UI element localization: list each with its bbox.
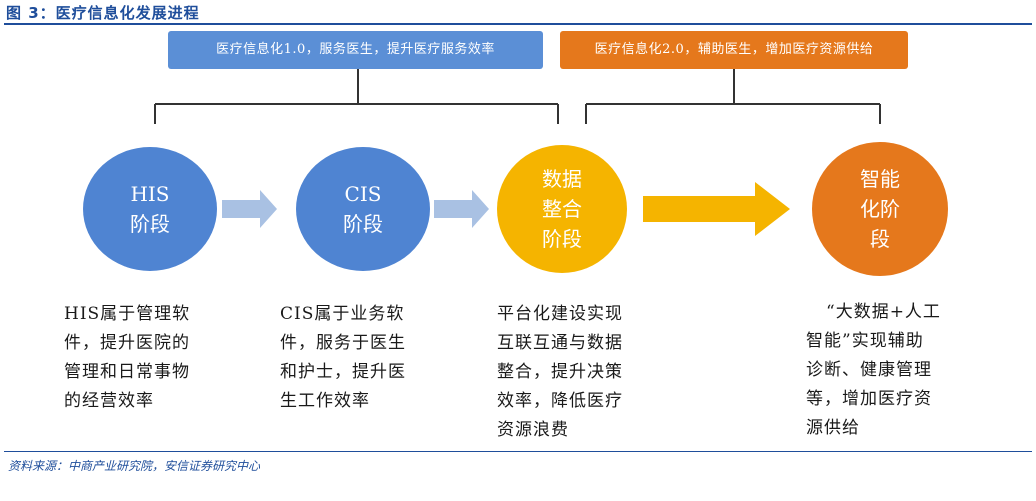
stage-data-line-3: 阶段 xyxy=(542,227,582,251)
stage-smart-line-1: 智能 xyxy=(860,167,900,191)
banner-informatization-2: 医疗信息化2.0，辅助医生，增加医疗资源供给 xyxy=(560,31,908,69)
desc-line: CIS属于业务软 xyxy=(280,304,405,324)
stage-data-line-1: 数据 xyxy=(542,167,582,191)
stage-circle-his: HIS 阶段 xyxy=(83,147,217,271)
description-cis: CIS属于业务软 件，服务于医生 和护士，提升医 生工作效率 xyxy=(280,300,460,416)
description-his: HIS属于管理软 件，提升医院的 管理和日常事物 的经营效率 xyxy=(64,300,244,416)
desc-line: 的经营效率 xyxy=(64,391,154,411)
stage-smart-line-2: 化阶 xyxy=(860,197,900,221)
description-intelligent: “大数据+人工 智能”实现辅助 诊断、健康管理 等，增加医疗资 源供给 xyxy=(806,298,991,443)
right-bracket xyxy=(585,69,881,124)
source-note: 资料来源：中商产业研究院，安信证券研究中心 xyxy=(8,459,261,473)
source-divider xyxy=(4,451,1032,452)
stage-his-line-1: HIS xyxy=(130,182,170,206)
stage-circle-cis: CIS 阶段 xyxy=(296,147,430,271)
desc-line: 互联互通与数据 xyxy=(497,333,623,353)
desc-line: 件，提升医院的 xyxy=(64,333,190,353)
banner-informatization-1: 医疗信息化1.0，服务医生，提升医疗服务效率 xyxy=(168,31,543,69)
stage-data-line-2: 整合 xyxy=(542,197,582,221)
desc-line: 等，增加医疗资 xyxy=(806,389,932,409)
figure-title: 图 3：医疗信息化发展进程 xyxy=(6,4,200,22)
desc-line: 平台化建设实现 xyxy=(497,304,623,324)
desc-line: 源供给 xyxy=(806,418,860,438)
stage-circle-intelligent: 智能 化阶 段 xyxy=(812,142,948,276)
stage-cis-line-2: 阶段 xyxy=(343,212,383,236)
arrow-his-to-cis xyxy=(222,190,277,228)
desc-line: 件，服务于医生 xyxy=(280,333,406,353)
title-divider xyxy=(4,23,1032,25)
desc-line: 管理和日常事物 xyxy=(64,362,190,382)
description-data-integration: 平台化建设实现 互联互通与数据 整合，提升决策 效率，降低医疗 资源浪费 xyxy=(497,300,677,445)
desc-line: 和护士，提升医 xyxy=(280,362,406,382)
desc-line: 效率，降低医疗 xyxy=(497,391,623,411)
desc-line: “大数据+人工 xyxy=(826,302,941,322)
stage-cis-line-1: CIS xyxy=(344,182,382,206)
desc-line: 生工作效率 xyxy=(280,391,370,411)
desc-line: 智能”实现辅助 xyxy=(806,331,924,351)
arrow-cis-to-data xyxy=(434,190,489,228)
arrow-data-to-smart xyxy=(643,182,790,236)
desc-line: 诊断、健康管理 xyxy=(806,360,932,380)
stage-circle-data-integration: 数据 整合 阶段 xyxy=(497,145,627,273)
stage-his-line-2: 阶段 xyxy=(130,212,170,236)
desc-line: 资源浪费 xyxy=(497,420,569,440)
desc-line: 整合，提升决策 xyxy=(497,362,623,382)
stage-smart-line-3: 段 xyxy=(870,227,890,251)
left-bracket xyxy=(154,69,559,124)
desc-line: HIS属于管理软 xyxy=(64,304,191,324)
